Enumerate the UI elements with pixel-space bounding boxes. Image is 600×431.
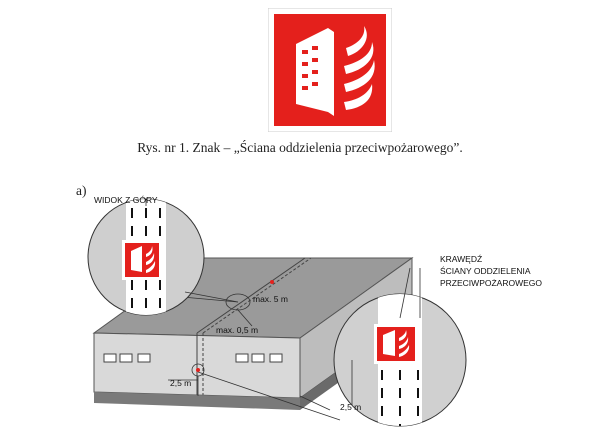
wall-edge-magnifier xyxy=(333,293,467,427)
dimension-max-05m: max. 0,5 m xyxy=(216,325,258,335)
dimension-25m-left: 2,5 m xyxy=(170,378,191,388)
panel-label: a) xyxy=(76,183,87,198)
top-view-magnifier xyxy=(87,198,205,316)
edge-label-line3: PRZECIWPOŻAROWEGO xyxy=(440,278,542,288)
top-view-label: WIDOK Z GÓRY xyxy=(94,195,158,205)
edge-label-line2: ŚCIANY ODDZIELENIA xyxy=(440,265,531,276)
figure-caption: Rys. nr 1. Znak – „Ściana oddzielenia pr… xyxy=(137,140,463,155)
edge-label-line1: KRAWĘDŹ xyxy=(440,254,482,264)
dimension-max-5m: max. 5 m xyxy=(253,294,288,304)
flames-icon xyxy=(344,26,375,110)
dimension-25m-right: 2,5 m xyxy=(340,402,361,412)
fire-separation-wall-sign xyxy=(268,8,392,132)
windows xyxy=(103,353,283,363)
